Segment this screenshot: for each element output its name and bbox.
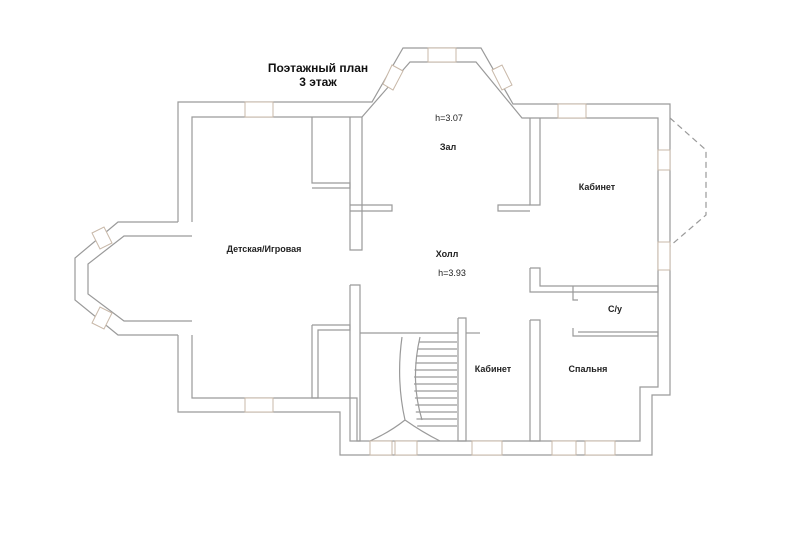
room-label-kids: Детская/Игровая bbox=[226, 244, 302, 254]
outer-walls bbox=[74, 47, 707, 456]
stairs bbox=[369, 336, 457, 442]
room-label-zal: Зал bbox=[439, 142, 457, 152]
plan-title: Поэтажный план 3 этаж bbox=[268, 61, 368, 89]
plan-title-line1: Поэтажный план bbox=[267, 61, 369, 75]
plan-title-line2: 3 этаж bbox=[299, 75, 337, 89]
room-label-holl: Холл bbox=[435, 249, 459, 259]
windows bbox=[91, 47, 671, 456]
room-label-cabinet-bottom: Кабинет bbox=[474, 364, 512, 374]
room-label-cabinet-right: Кабинет bbox=[578, 182, 616, 192]
room-height-holl: h=3.93 bbox=[438, 268, 466, 278]
room-label-wc: С/у bbox=[607, 304, 623, 314]
interior-walls bbox=[311, 117, 659, 442]
room-label-bedroom: Спальня bbox=[568, 364, 608, 374]
room-height-zal: h=3.07 bbox=[435, 113, 463, 123]
